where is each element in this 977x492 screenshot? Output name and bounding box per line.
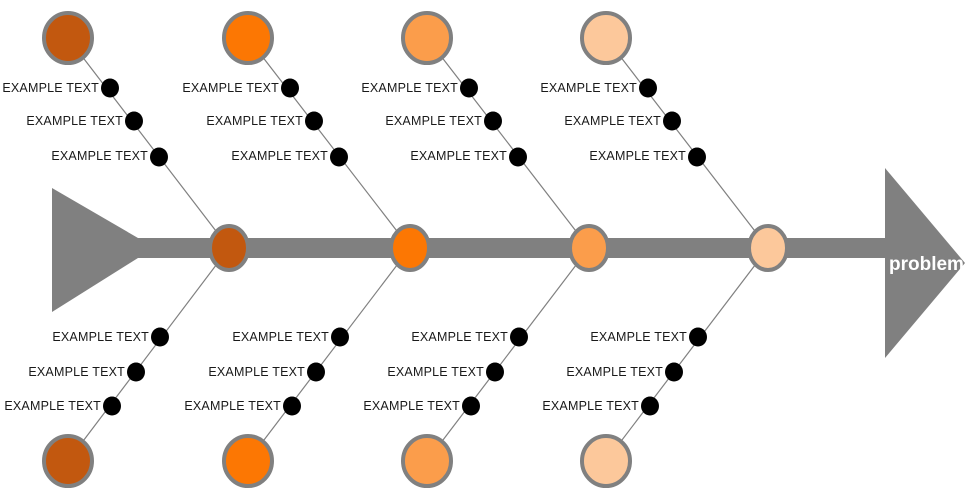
problem-label: problem [889, 254, 964, 275]
category-bubble-branch-bottom-3[interactable] [401, 434, 453, 488]
cause-dot-branch-top-1-2[interactable] [125, 111, 143, 131]
cause-label-branch-top-2-3: EXAMPLE TEXT [231, 149, 328, 163]
cause-label-branch-top-2-2: EXAMPLE TEXT [206, 114, 303, 128]
branch-line-branch-top-4 [605, 37, 769, 249]
spine-node-1[interactable] [208, 224, 250, 272]
cause-label-branch-top-3-1: EXAMPLE TEXT [361, 81, 458, 95]
category-bubble-branch-top-2[interactable] [222, 11, 274, 65]
cause-label-branch-top-3-3: EXAMPLE TEXT [410, 149, 507, 163]
cause-label-branch-top-3-2: EXAMPLE TEXT [385, 114, 482, 128]
cause-label-branch-top-4-3: EXAMPLE TEXT [589, 149, 686, 163]
cause-dot-branch-top-3-3[interactable] [509, 147, 527, 167]
category-bubble-branch-bottom-4[interactable] [580, 434, 632, 488]
branch-line-branch-bottom-3 [426, 247, 590, 462]
fish-spine [120, 238, 900, 258]
branch-line-branch-bottom-1 [67, 247, 230, 462]
spine-nodes-layer [208, 224, 789, 272]
cause-dot-branch-bottom-4-1[interactable] [689, 327, 707, 347]
cause-label-branch-bottom-1-1: EXAMPLE TEXT [52, 330, 149, 344]
cause-dot-branch-bottom-1-1[interactable] [151, 327, 169, 347]
cause-dot-branch-bottom-1-3[interactable] [103, 396, 121, 416]
category-bubble-branch-top-1[interactable] [42, 11, 94, 65]
cause-dot-branch-top-2-2[interactable] [305, 111, 323, 131]
cause-label-branch-top-4-1: EXAMPLE TEXT [540, 81, 637, 95]
branch-line-branch-top-2 [247, 37, 411, 249]
category-bubble-branch-bottom-2[interactable] [222, 434, 274, 488]
cause-label-branch-bottom-4-3: EXAMPLE TEXT [542, 399, 639, 413]
cause-label-branch-top-4-2: EXAMPLE TEXT [564, 114, 661, 128]
cause-dot-branch-bottom-2-1[interactable] [331, 327, 349, 347]
cause-dot-branch-bottom-2-3[interactable] [283, 396, 301, 416]
cause-dot-branch-top-4-1[interactable] [639, 78, 657, 98]
spine-node-2[interactable] [389, 224, 431, 272]
cause-dot-branch-top-4-3[interactable] [688, 147, 706, 167]
cause-dot-branch-bottom-1-2[interactable] [127, 362, 145, 382]
fish-tail [52, 188, 138, 312]
cause-label-branch-bottom-3-2: EXAMPLE TEXT [387, 365, 484, 379]
branch-line-branch-bottom-2 [247, 247, 411, 462]
cause-label-branch-top-1-1: EXAMPLE TEXT [2, 81, 99, 95]
cause-label-branch-bottom-2-3: EXAMPLE TEXT [184, 399, 281, 413]
cause-dot-branch-top-4-2[interactable] [663, 111, 681, 131]
branch-line-branch-top-1 [67, 37, 230, 249]
cause-label-branch-bottom-1-2: EXAMPLE TEXT [28, 365, 125, 379]
cause-dot-branch-bottom-4-3[interactable] [641, 396, 659, 416]
cause-dot-branch-top-1-1[interactable] [101, 78, 119, 98]
cause-dot-branch-bottom-3-3[interactable] [462, 396, 480, 416]
cause-label-branch-bottom-2-1: EXAMPLE TEXT [232, 330, 329, 344]
cause-label-branch-bottom-2-2: EXAMPLE TEXT [208, 365, 305, 379]
cause-dot-branch-top-2-3[interactable] [330, 147, 348, 167]
problem-arrowhead [885, 168, 965, 358]
category-bubble-branch-bottom-1[interactable] [42, 434, 94, 488]
cause-dot-branch-bottom-4-2[interactable] [665, 362, 683, 382]
cause-label-branch-top-1-2: EXAMPLE TEXT [26, 114, 123, 128]
branch-lines-layer [67, 37, 769, 462]
category-bubble-branch-top-3[interactable] [401, 11, 453, 65]
branch-heads-layer [42, 11, 632, 488]
branch-line-branch-top-3 [426, 37, 590, 249]
cause-dot-branch-top-3-2[interactable] [484, 111, 502, 131]
cause-label-branch-bottom-1-3: EXAMPLE TEXT [4, 399, 101, 413]
cause-label-branch-bottom-4-1: EXAMPLE TEXT [590, 330, 687, 344]
cause-nodes-layer: EXAMPLE TEXT EXAMPLE TEXT EXAMPLE TEXT EXAM… [2, 78, 707, 416]
problem-label-layer: problem [889, 254, 964, 275]
cause-label-branch-top-2-1: EXAMPLE TEXT [182, 81, 279, 95]
cause-dot-branch-top-1-3[interactable] [150, 147, 168, 167]
cause-dot-branch-top-2-1[interactable] [281, 78, 299, 98]
cause-dot-branch-bottom-3-1[interactable] [510, 327, 528, 347]
spine-node-3[interactable] [568, 224, 610, 272]
cause-label-branch-bottom-3-3: EXAMPLE TEXT [363, 399, 460, 413]
cause-dot-branch-bottom-2-2[interactable] [307, 362, 325, 382]
cause-dot-branch-bottom-3-2[interactable] [486, 362, 504, 382]
spine-node-4[interactable] [747, 224, 789, 272]
fish-skeleton [52, 168, 965, 358]
cause-label-branch-top-1-3: EXAMPLE TEXT [51, 149, 148, 163]
cause-label-branch-bottom-3-1: EXAMPLE TEXT [411, 330, 508, 344]
category-bubble-branch-top-4[interactable] [580, 11, 632, 65]
cause-dot-branch-top-3-1[interactable] [460, 78, 478, 98]
branch-line-branch-bottom-4 [605, 247, 769, 462]
cause-label-branch-bottom-4-2: EXAMPLE TEXT [566, 365, 663, 379]
